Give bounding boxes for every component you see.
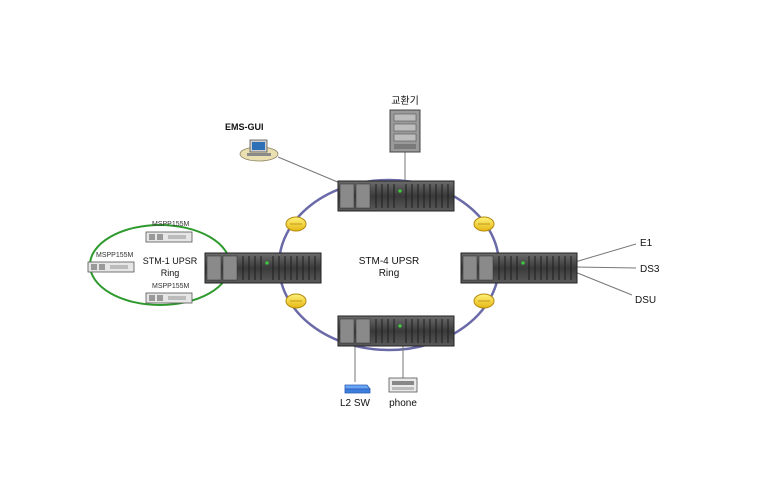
stm1-ring-sublabel: Ring bbox=[161, 268, 180, 278]
adm-node-left bbox=[204, 252, 322, 284]
dsu-label: DSU bbox=[635, 295, 656, 306]
stm4-ring-sublabel: Ring bbox=[379, 268, 400, 279]
e1-label: E1 bbox=[640, 238, 653, 249]
mspp-device-icon bbox=[145, 292, 193, 304]
mspp-left-label: MSPP155M bbox=[96, 252, 134, 259]
mspp-bottom-label: MSPP155M bbox=[152, 283, 190, 290]
phone-label: phone bbox=[389, 398, 417, 409]
ds3-link-line bbox=[574, 266, 637, 269]
ems-computer-icon bbox=[239, 139, 279, 162]
phone-icon bbox=[388, 377, 418, 393]
adm-node-bottom bbox=[337, 315, 455, 347]
ds3-label: DS3 bbox=[640, 264, 660, 275]
mspp-device-icon bbox=[87, 261, 135, 273]
stm4-ring-label: STM-4 UPSR bbox=[359, 256, 420, 267]
ring-amplifier-icon bbox=[285, 293, 307, 309]
adm-node-right bbox=[460, 252, 578, 284]
adm-node-top bbox=[337, 180, 455, 212]
ring-amplifier-icon bbox=[473, 293, 495, 309]
mspp-top-label: MSPP155M bbox=[152, 221, 190, 228]
exchange-label: 교환기 bbox=[391, 95, 419, 107]
ems-link-line bbox=[277, 156, 341, 184]
dsu-link-line bbox=[574, 271, 633, 296]
e1-link-line bbox=[574, 243, 637, 263]
ring-amplifier-icon bbox=[473, 216, 495, 232]
stm1-ring-label: STM-1 UPSR bbox=[143, 256, 198, 266]
ring-amplifier-icon bbox=[285, 216, 307, 232]
ems-gui-label: EMS-GUI bbox=[225, 122, 264, 132]
mspp-device-icon bbox=[145, 231, 193, 243]
l2-switch-label: L2 SW bbox=[340, 398, 371, 409]
l2-switch-icon bbox=[344, 384, 371, 394]
exchange-server-icon bbox=[389, 109, 421, 153]
